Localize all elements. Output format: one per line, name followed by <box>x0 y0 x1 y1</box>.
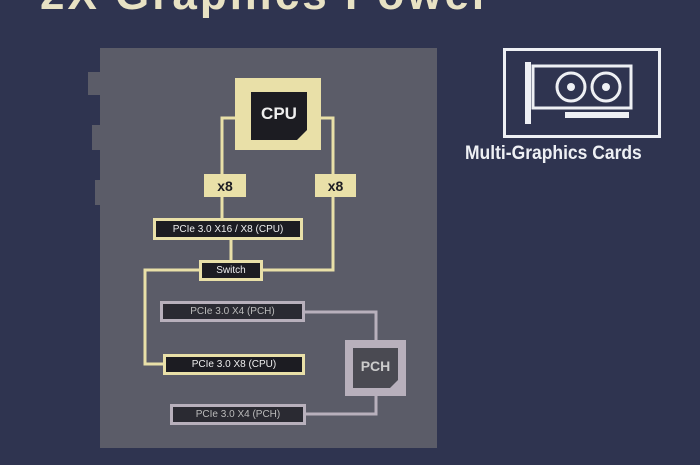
switch-label: Switch <box>199 260 263 281</box>
cpu-label: CPU <box>261 104 297 123</box>
graphics-card-icon <box>503 48 661 138</box>
page-title: 2X Graphics Power <box>40 0 492 20</box>
slot-pcie-x16: PCIe 3.0 X16 / X8 (CPU) <box>153 218 303 240</box>
cpu-chip <box>251 92 307 140</box>
pch-label: PCH <box>360 358 391 374</box>
pch-chip <box>353 348 398 388</box>
slot-pcie-x4-pch-top: PCIe 3.0 X4 (PCH) <box>160 301 305 322</box>
feature-label: Multi-Graphics Cards <box>465 143 642 164</box>
pch-lanes <box>305 310 378 416</box>
lane-width-left: x8 <box>204 174 246 197</box>
slot-pcie-x8: PCIe 3.0 X8 (CPU) <box>163 354 305 375</box>
slot-pcie-x4-pch-bottom: PCIe 3.0 X4 (PCH) <box>170 404 306 425</box>
lane-width-right: x8 <box>315 174 356 197</box>
